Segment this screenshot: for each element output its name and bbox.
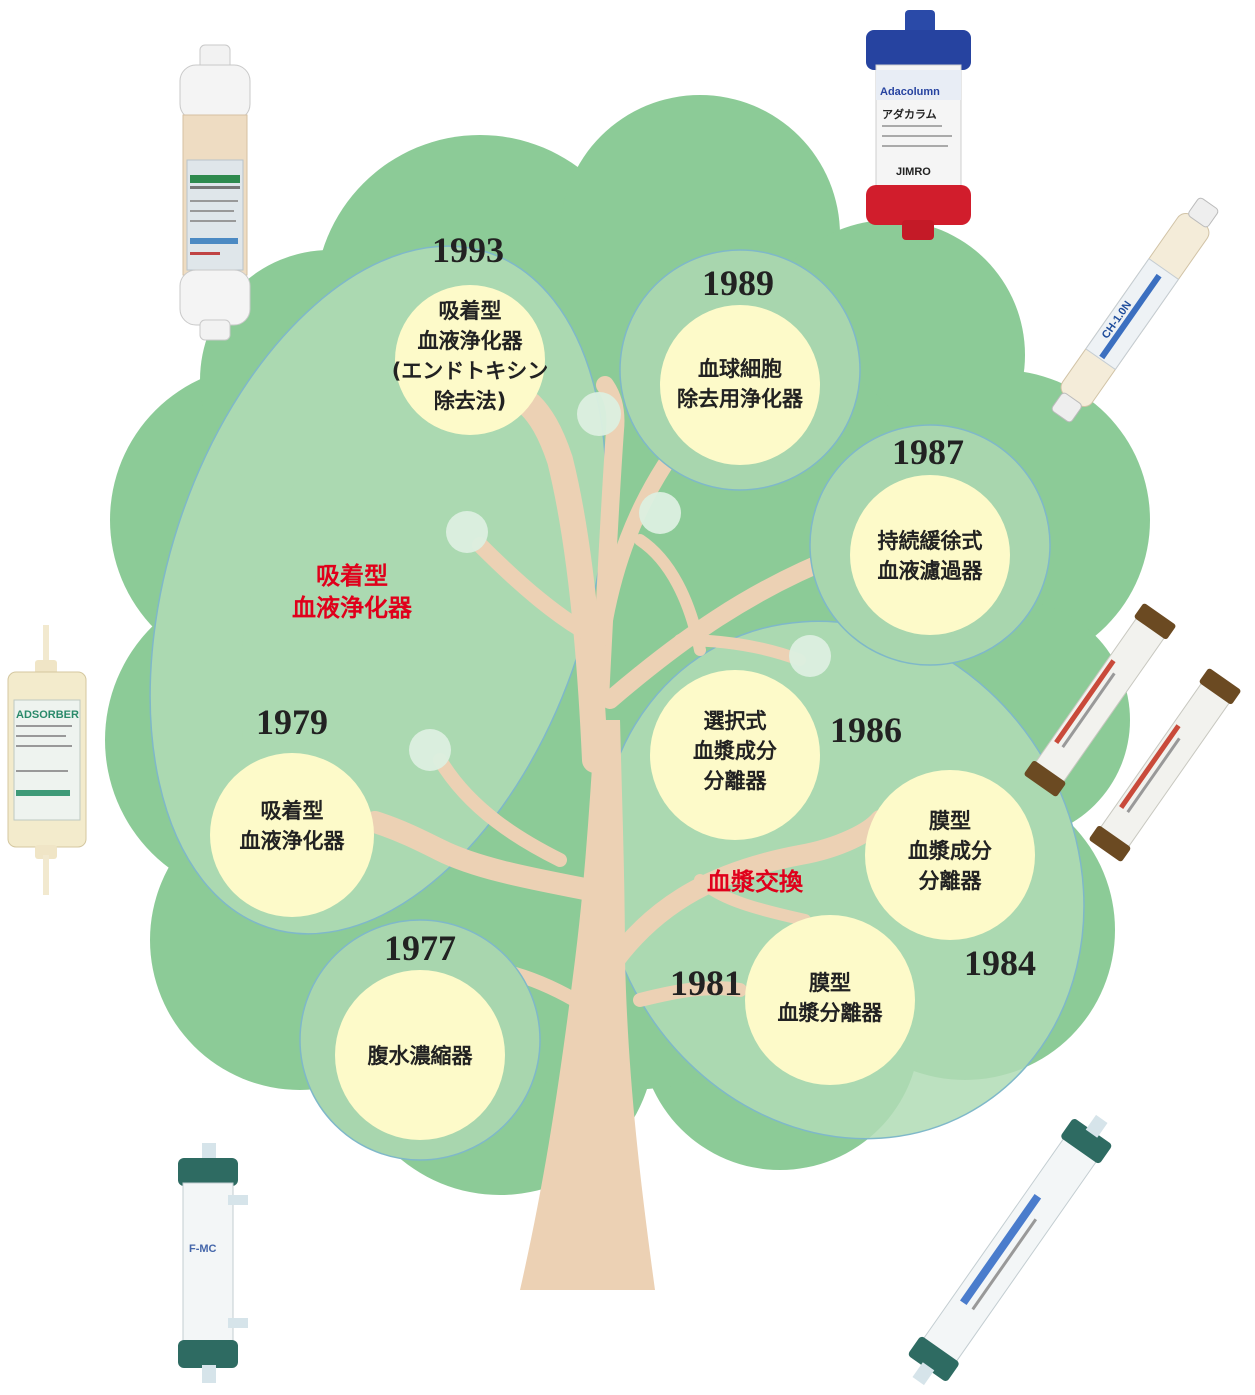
node-1993-line-3: (エンドトキシン [392, 359, 549, 383]
device-adsorber-image: ADSORBER [8, 625, 86, 895]
year-label-1981: 1981 [670, 963, 742, 1003]
year-label-1987: 1987 [892, 432, 964, 472]
device-ch-hemofilter-image: CH-1.0N [1046, 193, 1225, 427]
device-diagonal-hemofilter-image [899, 1105, 1122, 1395]
node-1986-line-3: 分離器 [704, 769, 768, 793]
node-1987-line-1: 持続緩徐式 [878, 529, 983, 553]
node-1987-line-2: 血液濾過器 [878, 559, 984, 583]
node-1981-line-2: 血漿分離器 [778, 1001, 884, 1025]
node-1989-line-2: 除去用浄化器 [677, 387, 804, 411]
device-adacolumn-image: Adacolumn アダカラム JIMRO [866, 10, 971, 240]
node-1993-line-1: 吸着型 [439, 299, 502, 323]
device-toraymyxin-image [180, 45, 250, 340]
node-1979-line-1: 吸着型 [261, 799, 324, 823]
device-adacolumn-brand: Adacolumn [880, 86, 940, 98]
group-adsorption-label-line2: 血液浄化器 [292, 594, 413, 622]
device-hemofilter-brand: F-MC [189, 1243, 217, 1255]
device-vertical-hemofilter-image: F-MC [178, 1143, 248, 1383]
year-label-1993: 1993 [432, 230, 504, 270]
node-1986-line-2: 血漿成分 [693, 739, 777, 763]
node-1984-line-1: 膜型 [929, 809, 971, 833]
node-1977-line-1: 腹水濃縮器 [368, 1044, 474, 1068]
group-plasma-exchange-label: 血漿交換 [707, 868, 804, 896]
year-label-1989: 1989 [702, 263, 774, 303]
year-label-1984: 1984 [964, 943, 1036, 983]
node-1989-line-1: 血球細胞 [698, 357, 782, 381]
device-adsorber-brand: ADSORBER [16, 709, 79, 721]
node-1984-line-3: 分離器 [919, 869, 983, 893]
node-1993-line-4: 除去法) [434, 389, 507, 413]
node-1979-line-2: 血液浄化器 [240, 829, 346, 853]
node-1981-line-1: 膜型 [809, 971, 851, 995]
year-label-1979: 1979 [256, 702, 328, 742]
node-1984-line-2: 血漿成分 [908, 839, 992, 863]
year-label-1986: 1986 [830, 710, 902, 750]
device-adacolumn-kana: アダカラム [882, 107, 937, 121]
node-1986-line-1: 選択式 [704, 709, 767, 733]
group-adsorption-label-line1: 吸着型 [316, 562, 388, 590]
node-1989: 1989 血球細胞 除去用浄化器 [620, 250, 860, 490]
node-1987: 1987 持続緩徐式 血液濾過器 [810, 425, 1050, 665]
year-label-1977: 1977 [384, 928, 456, 968]
device-adacolumn-maker: JIMRO [896, 166, 931, 178]
node-1977: 1977 腹水濃縮器 [300, 920, 540, 1160]
node-1993-line-2: 血液浄化器 [418, 329, 524, 353]
